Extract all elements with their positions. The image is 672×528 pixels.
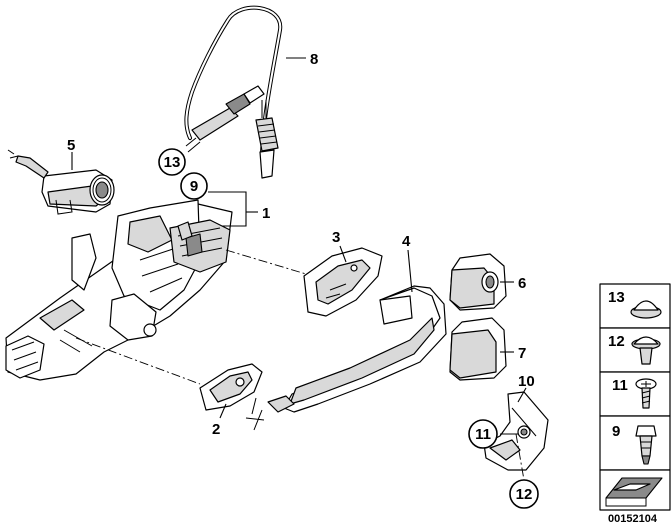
cover-cap-lock-side-part — [449, 253, 507, 311]
callout-7: 7 — [518, 345, 526, 362]
torx-screw-icon — [635, 378, 657, 409]
assembly-line-lower — [75, 337, 201, 385]
callout-2: 2 — [212, 421, 220, 438]
lock-cylinder-part — [7, 149, 115, 215]
assembly-line-upper — [225, 249, 307, 275]
callout-11: 11 — [475, 426, 491, 443]
callout-9: 9 — [190, 178, 198, 195]
legend-label-12: 12 — [608, 333, 625, 350]
callout-10: 10 — [518, 373, 535, 390]
small-parts-legend: 13 12 11 9 — [599, 283, 671, 511]
gasket-rear-part — [303, 247, 383, 317]
cover-cap-blind-part — [449, 317, 507, 381]
legend-cell-9 — [599, 415, 671, 471]
callout-6: 6 — [518, 275, 526, 292]
callout-13-ring — [158, 148, 186, 176]
callout-3: 3 — [332, 229, 340, 246]
callout-13: 13 — [164, 154, 181, 171]
callout-9-ring — [180, 172, 208, 200]
door-handle-carrier-part — [5, 199, 233, 381]
callout-12-ring — [509, 479, 539, 509]
legend-label-13: 13 — [608, 289, 625, 306]
bracket-part — [483, 391, 549, 471]
callout-11-ring — [468, 419, 498, 449]
legend-label-11: 11 — [612, 377, 628, 394]
spreader-nut-icon — [635, 425, 657, 465]
callout-labels: 8 5 1 3 4 6 7 2 10 13 9 11 12 — [67, 51, 539, 509]
spreader-nut-in-carrier — [177, 221, 193, 241]
legend-cell-11 — [599, 371, 671, 417]
callout-12: 12 — [516, 486, 533, 503]
callout-8: 8 — [310, 51, 318, 68]
gasket-front-part — [199, 363, 263, 411]
direction-arrow-icon — [605, 477, 663, 507]
plug-cap-icon — [630, 300, 662, 319]
callout-1: 1 — [262, 205, 270, 222]
leader-lines — [71, 57, 527, 435]
bowden-cable-part — [184, 5, 283, 179]
callout-4: 4 — [402, 233, 411, 250]
expanding-clip-icon — [631, 336, 661, 365]
outer-door-handle-part — [245, 285, 447, 431]
assembly-line-bracket — [515, 433, 525, 481]
legend-cell-13 — [599, 283, 671, 329]
diagram-id: 00152104 — [608, 513, 658, 525]
legend-label-9: 9 — [612, 423, 620, 440]
legend-cell-12 — [599, 327, 671, 373]
callout-5: 5 — [67, 137, 75, 154]
